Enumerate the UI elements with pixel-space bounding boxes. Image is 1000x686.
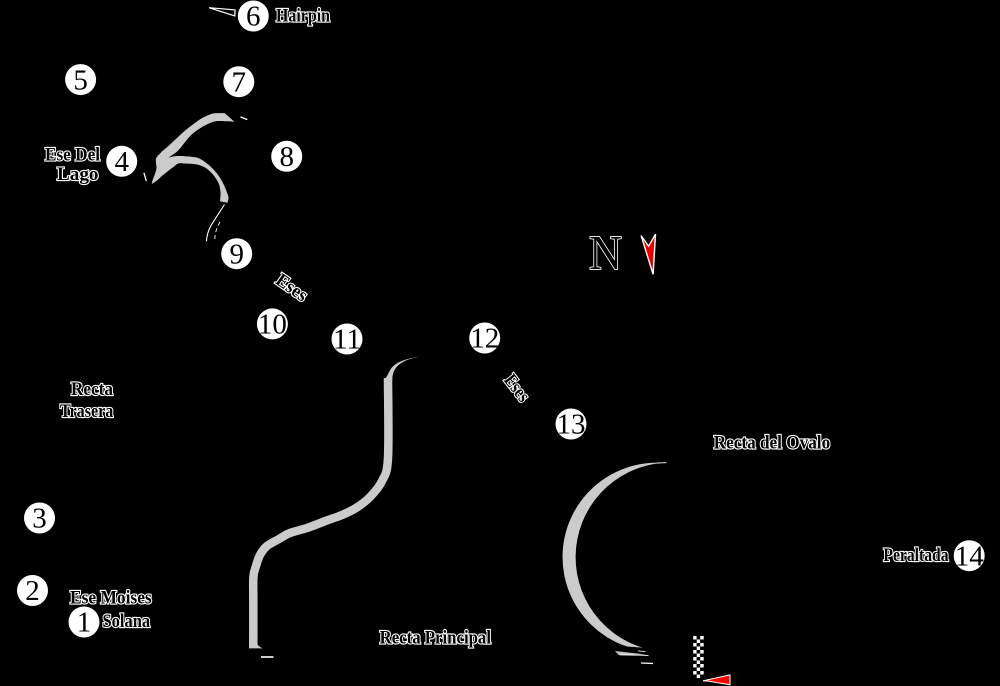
svg-text:8: 8 [279, 141, 294, 173]
svg-text:11: 11 [333, 324, 361, 356]
svg-text:Recta del Ovalo: Recta del Ovalo [714, 433, 831, 454]
svg-text:5: 5 [73, 64, 88, 96]
svg-text:10: 10 [258, 309, 287, 341]
svg-text:Ese Moises: Ese Moises [70, 588, 152, 609]
svg-text:Ese Del: Ese Del [45, 144, 100, 165]
svg-text:13: 13 [557, 409, 586, 441]
svg-text:6: 6 [246, 1, 261, 33]
svg-text:Hairpin: Hairpin [276, 6, 330, 27]
svg-text:2: 2 [25, 575, 40, 607]
svg-text:Recta Principal: Recta Principal [380, 628, 491, 649]
svg-text:7: 7 [232, 66, 247, 98]
svg-text:Peraltada: Peraltada [883, 545, 949, 566]
svg-text:Trasera: Trasera [60, 401, 114, 422]
svg-text:Lago: Lago [57, 164, 99, 185]
svg-text:Recta: Recta [71, 379, 113, 400]
svg-text:N: N [589, 225, 622, 280]
svg-text:4: 4 [114, 146, 129, 178]
svg-text:3: 3 [32, 503, 47, 535]
svg-text:12: 12 [470, 323, 499, 355]
svg-text:Solana: Solana [103, 611, 151, 632]
svg-text:9: 9 [229, 238, 244, 270]
svg-text:1: 1 [77, 607, 92, 639]
svg-text:14: 14 [955, 540, 985, 572]
